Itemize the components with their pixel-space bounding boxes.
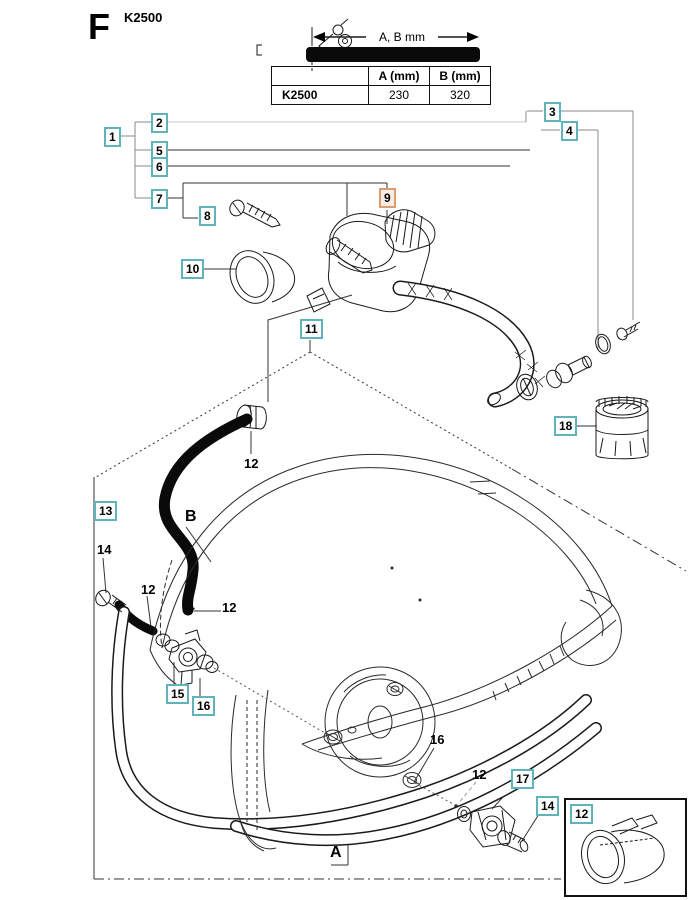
leader-lines-dark (94, 150, 686, 879)
frame-tube-lower (236, 728, 596, 840)
table-row: K2500 230 320 (271, 85, 491, 105)
dimension-arrow-label: A, B mm (379, 30, 425, 44)
fitting-16-left (197, 655, 218, 673)
nozzle-valve-assembly-17 (415, 783, 529, 852)
tap-valve-assembly-15 (93, 588, 330, 736)
leader-lines (118, 111, 633, 350)
table-header-a: A (mm) (368, 66, 430, 86)
arrow-left-head (313, 32, 325, 42)
table-cell-a: 230 (368, 85, 430, 105)
figure-letter: F (88, 6, 110, 47)
braided-hose (400, 283, 545, 407)
inset-clamp-drawing (575, 815, 664, 889)
model-label: K2500 (124, 10, 163, 25)
table-header-empty (271, 66, 369, 86)
rear-handle (561, 590, 621, 666)
bolt-14-right (496, 829, 529, 852)
table-cell-model: K2500 (271, 85, 369, 105)
arrow-right-head (467, 32, 479, 42)
water-hose-b (119, 419, 247, 631)
hose-dimension-sketch: A, B mm (257, 19, 480, 72)
table-cell-b: 320 (429, 85, 491, 105)
cap-part-10 (222, 244, 294, 310)
threaded-stud (323, 235, 372, 273)
machine-outline (117, 454, 621, 851)
small-screw (615, 322, 640, 342)
valve-body (307, 213, 430, 312)
machine-nut-1 (324, 727, 356, 744)
frame-tube-upper (117, 612, 586, 824)
table-header-row: A (mm) B (mm) (271, 66, 491, 86)
table-header-b: B (mm) (429, 66, 491, 86)
inset-detail-box (565, 799, 686, 896)
hose-bar (306, 47, 480, 62)
water-valve-assembly (222, 198, 648, 459)
o-ring (593, 332, 612, 355)
machine-nut-16 (403, 773, 421, 788)
bracket-mark (257, 45, 262, 55)
valve-lever-9 (385, 210, 435, 252)
front-fork (231, 690, 276, 851)
dimension-table: A (mm) B (mm) K2500 230 320 (271, 66, 491, 105)
screw-14-left (93, 588, 126, 612)
pulley-wheel (325, 667, 435, 777)
screw-part-8 (227, 198, 280, 227)
machine-nut-2 (387, 683, 403, 696)
hose-coupler-18 (596, 396, 648, 459)
hose-end-fittings (513, 322, 640, 402)
